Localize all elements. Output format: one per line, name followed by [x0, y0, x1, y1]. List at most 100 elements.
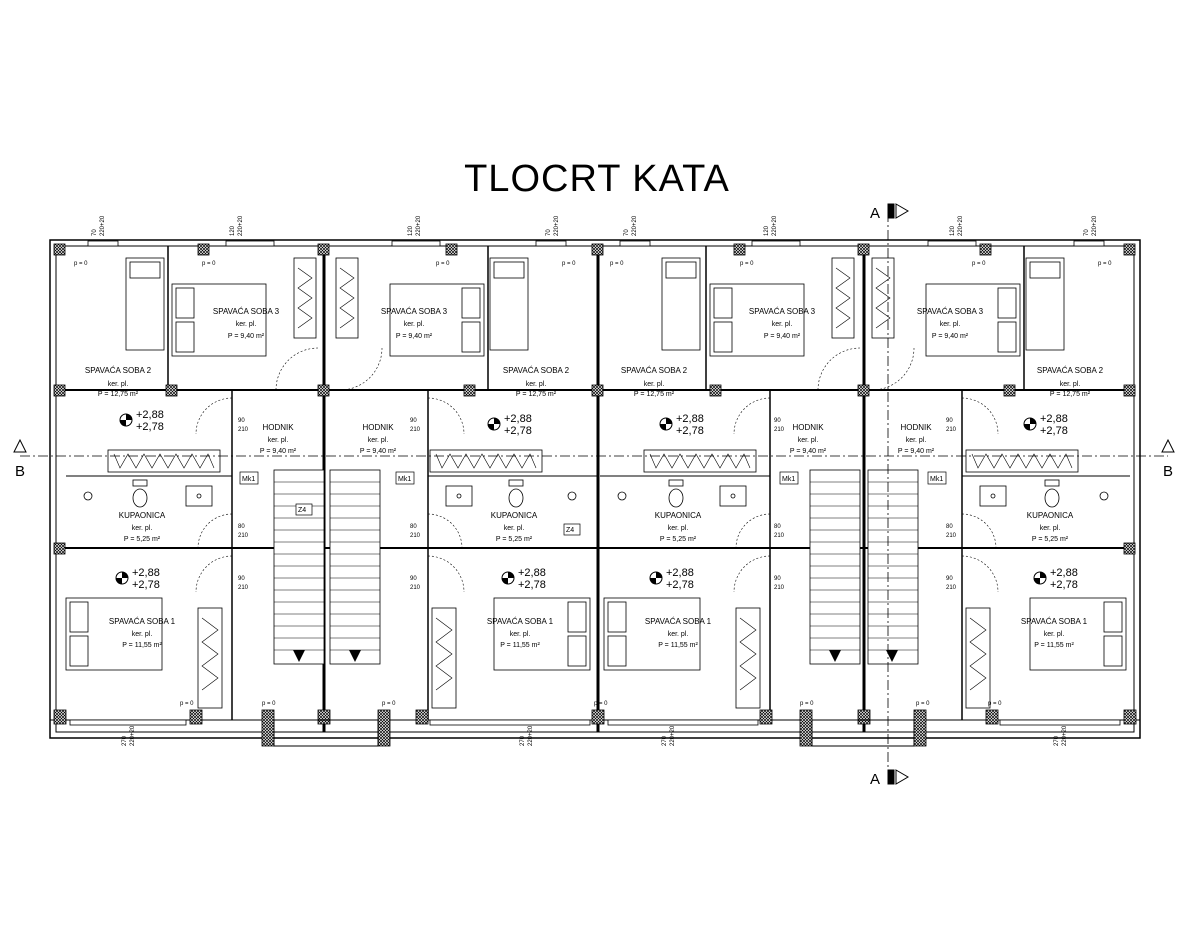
svg-text:90: 90	[238, 418, 245, 424]
svg-text:210: 210	[774, 585, 785, 591]
svg-text:120: 120	[408, 225, 414, 236]
floor-type: ker. pl.	[504, 525, 525, 532]
floor-type: ker. pl.	[644, 381, 665, 388]
svg-text:80: 80	[946, 524, 953, 530]
room-name: SPAVAĆA SOBA 2	[621, 366, 688, 375]
svg-text:90: 90	[946, 418, 953, 424]
svg-text:210: 210	[238, 533, 249, 539]
tag-labels: Mk1 Mk1 Mk1 Mk1 Z4 Z4	[242, 476, 943, 534]
svg-text:220+20: 220+20	[130, 725, 136, 746]
room-area: P = 5,25 m²	[660, 536, 697, 543]
svg-text:+2,88: +2,88	[504, 413, 532, 425]
room-name: KUPAONICA	[1027, 511, 1074, 520]
svg-text:+2,78: +2,78	[676, 425, 704, 437]
floor-type: ker. pl.	[1044, 631, 1065, 638]
svg-text:p = 0: p = 0	[740, 261, 754, 267]
svg-text:210: 210	[774, 533, 785, 539]
svg-text:220+20: 220+20	[1062, 725, 1068, 746]
stair-arrows	[293, 650, 898, 662]
svg-text:+2,78: +2,78	[666, 579, 694, 591]
mk-tag: Mk1	[398, 476, 411, 483]
svg-text:80: 80	[774, 524, 781, 530]
room-name: SPAVAĆA SOBA 3	[213, 307, 280, 316]
sill-labels: p = 0 p = 0 p = 0 p = 0 p = 0 p = 0 p = …	[74, 261, 1112, 707]
bathroom-fixtures	[83, 479, 1109, 508]
floor-type: ker. pl.	[236, 321, 257, 328]
windows	[69, 240, 1121, 726]
room-area: P = 5,25 m²	[124, 536, 161, 543]
room-name: HODNIK	[262, 423, 294, 432]
beds	[65, 283, 1127, 671]
svg-text:+2,88: +2,88	[1040, 413, 1068, 425]
svg-text:+2,88: +2,88	[1050, 567, 1078, 579]
svg-text:+2,88: +2,88	[676, 413, 704, 425]
level-marker: +2,88+2,78	[1033, 567, 1078, 591]
room-name: SPAVAĆA SOBA 3	[749, 307, 816, 316]
svg-text:p = 0: p = 0	[562, 261, 576, 267]
svg-text:p = 0: p = 0	[382, 701, 396, 707]
svg-text:p = 0: p = 0	[262, 701, 276, 707]
floor-type: ker. pl.	[268, 437, 289, 444]
floor-type: ker. pl.	[798, 437, 819, 444]
floor-type: ker. pl.	[404, 321, 425, 328]
svg-text:220+20: 220+20	[554, 215, 560, 236]
section-b-left: B	[15, 463, 25, 480]
svg-text:90: 90	[946, 576, 953, 582]
room-area: P = 9,40 m²	[360, 448, 397, 455]
svg-text:220+20: 220+20	[670, 725, 676, 746]
svg-text:+2,78: +2,78	[518, 579, 546, 591]
svg-text:270: 270	[1054, 735, 1060, 746]
svg-text:210: 210	[946, 533, 957, 539]
svg-text:120: 120	[230, 225, 236, 236]
svg-text:p = 0: p = 0	[202, 261, 216, 267]
svg-text:220+20: 220+20	[958, 215, 964, 236]
svg-text:270: 270	[520, 735, 526, 746]
svg-text:90: 90	[410, 418, 417, 424]
room-area: P = 11,55 m²	[500, 642, 540, 649]
room-name: KUPAONICA	[655, 511, 702, 520]
svg-text:210: 210	[410, 533, 421, 539]
window-dimensions: 70 220+20 120 220+20 120 220+20 70 220+2…	[92, 215, 1098, 746]
svg-text:210: 210	[410, 585, 421, 591]
svg-text:220+20: 220+20	[416, 215, 422, 236]
svg-text:90: 90	[410, 576, 417, 582]
room-name: SPAVAĆA SOBA 1	[109, 617, 176, 626]
section-a-top: A	[870, 205, 880, 222]
svg-text:p = 0: p = 0	[1098, 261, 1112, 267]
svg-text:70: 70	[1084, 229, 1090, 236]
room-name: SPAVAĆA SOBA 2	[503, 366, 570, 375]
level-marker: +2,88+2,78	[1023, 413, 1068, 437]
room-area: P = 9,40 m²	[790, 448, 827, 455]
floor-type: ker. pl.	[1060, 381, 1081, 388]
svg-text:+2,88: +2,88	[666, 567, 694, 579]
stair-treads	[274, 481, 918, 651]
entrance-recesses	[273, 719, 915, 747]
room-area: P = 12,75 m²	[634, 391, 675, 398]
floor-type: ker. pl.	[108, 381, 129, 388]
floor-type: ker. pl.	[906, 437, 927, 444]
room-name: HODNIK	[900, 423, 932, 432]
svg-text:210: 210	[946, 427, 957, 433]
svg-text:210: 210	[774, 427, 785, 433]
room-area: P = 9,40 m²	[396, 333, 433, 340]
svg-text:210: 210	[410, 427, 421, 433]
svg-text:p = 0: p = 0	[594, 701, 608, 707]
svg-text:90: 90	[774, 576, 781, 582]
stairs	[273, 469, 919, 665]
room-area: P = 12,75 m²	[1050, 391, 1091, 398]
floor-type: ker. pl.	[772, 321, 793, 328]
svg-text:p = 0: p = 0	[800, 701, 814, 707]
z-tag: Z4	[298, 507, 306, 514]
svg-text:+2,78: +2,78	[1040, 425, 1068, 437]
room-area: P = 11,55 m²	[658, 642, 698, 649]
svg-text:p = 0: p = 0	[916, 701, 930, 707]
svg-text:p = 0: p = 0	[180, 701, 194, 707]
labels-bedroom-2: SPAVAĆA SOBA 2 ker. pl. P = 12,75 m² SPA…	[85, 366, 1104, 398]
room-area: P = 5,25 m²	[496, 536, 533, 543]
room-area: P = 9,40 m²	[932, 333, 969, 340]
room-name: SPAVAĆA SOBA 3	[917, 307, 984, 316]
svg-text:220+20: 220+20	[1092, 215, 1098, 236]
level-marker: +2,88+2,78	[659, 413, 704, 437]
pillars	[53, 243, 1137, 747]
